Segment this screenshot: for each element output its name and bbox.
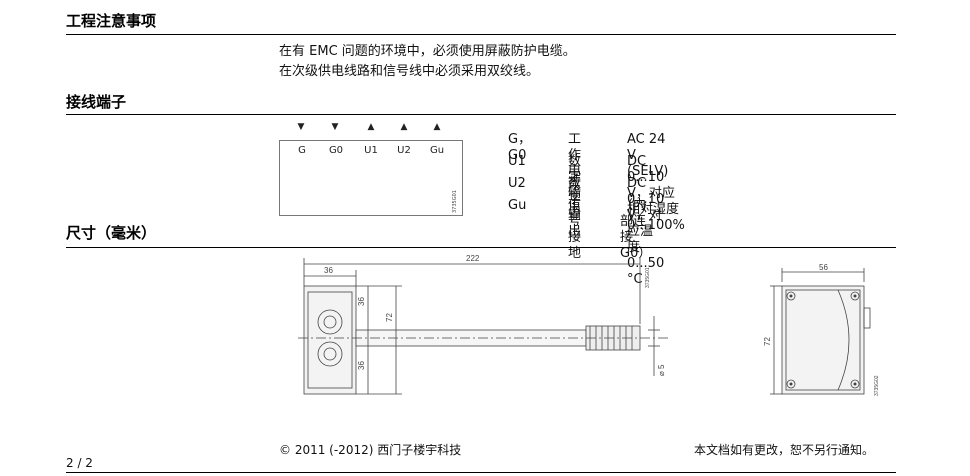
terminal-block-diagram: G G0 U1 U2 Gu 3735G01: [279, 140, 463, 216]
dimension-drawing-front: 222 36 36 36 72 ⌀ 5 3735G01: [298, 254, 668, 395]
arrow-down-icon: ▼: [331, 122, 339, 132]
spec-value: DC 0...10 V，对应温度 0...50 °C: [627, 176, 665, 287]
spec-value: AC 24 V (SELV): [627, 132, 669, 179]
page-number: 2 / 2: [66, 456, 93, 470]
dim-side-height: 72: [763, 337, 772, 346]
dim-housing-width: 36: [324, 266, 333, 275]
dim-height: 72: [385, 313, 394, 322]
footer-copyright: © 2011 (-2012) 西门子楼宇科技: [279, 443, 462, 457]
spec-terminals: G，G0: [508, 132, 532, 163]
dim-diameter: ⌀ 5: [657, 364, 666, 376]
spec-name: 数字输出: [568, 176, 582, 239]
spec-terminals: U1: [508, 154, 526, 169]
spec-value: （内部连接 G0）: [620, 198, 652, 261]
arrow-up-icon: ▲: [433, 122, 441, 132]
spec-name: 信号接地: [568, 198, 582, 261]
terminal-figure-code: 3735G01: [452, 190, 458, 213]
side-housing-outline: [781, 285, 865, 395]
screw-icon: [786, 291, 796, 301]
dim-total-length: 222: [466, 254, 480, 263]
section-divider: [66, 34, 896, 35]
terminal-label-g0: G0: [328, 145, 344, 156]
note-line-1: 在有 EMC 问题的环境中，必须使用屏蔽防护电缆。: [279, 44, 576, 59]
spec-terminals: U2: [508, 176, 526, 191]
cable-gland-top: [317, 309, 343, 335]
dim-half-top: 36: [357, 297, 366, 306]
spec-name: 数字输出: [568, 154, 582, 217]
arrow-down-icon: ▼: [297, 122, 305, 132]
dimension-drawing-side: 56 72 3735G02: [763, 263, 880, 396]
dimensions-section-title: 尺寸（毫米）: [66, 224, 157, 242]
terminal-label-u2: U2: [397, 145, 411, 156]
terminal-label-u1: U1: [364, 145, 378, 156]
notes-section-title: 工程注意事项: [66, 12, 157, 30]
side-curve: [837, 289, 850, 391]
screw-icon: [850, 379, 860, 389]
spec-value: DC 0...10 V，对应相对湿度 0...100%: [627, 154, 685, 233]
screw-icon: [786, 379, 796, 389]
arrow-up-icon: ▲: [367, 122, 375, 132]
spec-name: 工作电压: [568, 132, 582, 195]
arrow-up-icon: ▲: [400, 122, 408, 132]
terminal-label-g: G: [298, 145, 306, 156]
footer-divider: [66, 472, 896, 473]
footer-notice: 本文档如有更改，恕不另行通知。: [694, 443, 875, 457]
section-divider: [66, 114, 896, 115]
dim-half-bottom: 36: [357, 361, 366, 370]
screw-icon: [850, 291, 860, 301]
terminal-label-gu: Gu: [429, 145, 445, 156]
side-clip: [863, 307, 871, 329]
note-line-2: 在次级供电线路和信号线中必须采用双绞线。: [279, 64, 540, 79]
wiring-section-title: 接线端子: [66, 93, 127, 111]
section-divider: [66, 247, 896, 248]
spec-terminals: Gu: [508, 198, 527, 213]
front-figure-code: 3735G01: [645, 267, 651, 288]
side-housing-inner: [785, 289, 861, 391]
dim-side-width: 56: [819, 263, 828, 272]
housing-outline: [303, 285, 357, 395]
housing-inner: [307, 291, 353, 389]
side-figure-code: 3735G02: [874, 375, 880, 396]
cable-gland-bottom: [317, 341, 343, 367]
